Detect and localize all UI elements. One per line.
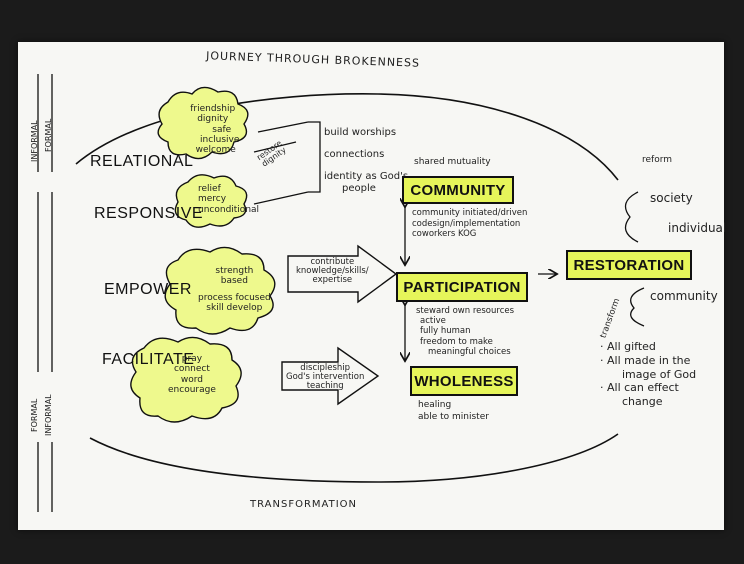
empower-arrow-text: contribute knowledge/skills/ expertise xyxy=(296,257,369,285)
box-restoration: RESTORATION xyxy=(566,250,692,280)
box-wholeness: WHOLENESS xyxy=(410,366,518,396)
bottom-arc xyxy=(89,433,619,483)
label-empower: EMPOWER xyxy=(104,281,192,298)
cloud-relational-text: friendship dignity safe inclusive welcom… xyxy=(190,104,240,156)
axis-label-formal-top: FORMAL xyxy=(44,118,53,152)
axis-label-informal-top: INFORMAL xyxy=(30,120,39,162)
outcome-2: connections xyxy=(324,149,385,160)
reform-note: reform xyxy=(642,155,673,165)
bracket-community xyxy=(630,287,645,327)
label-responsive: RESPONSIVE xyxy=(94,205,204,222)
facilitate-arrow-text: discipleship God's intervention teaching xyxy=(286,363,365,391)
outcome-1: build worships xyxy=(324,127,397,138)
bracket-society xyxy=(624,191,639,243)
cloud-responsive-text: relief mercy unconditional xyxy=(198,184,260,215)
community-points: community initiated/driven codesign/impl… xyxy=(412,208,528,240)
cloud-facilitate xyxy=(130,336,242,423)
community-label: community xyxy=(650,289,718,303)
arrow-relational-2 xyxy=(253,141,297,153)
arrow-responsive xyxy=(253,191,309,205)
top-arc xyxy=(75,93,619,181)
axis-label-formal-bottom: FORMAL xyxy=(30,398,39,432)
cloud-empower-text: strength based process focused skill dev… xyxy=(198,266,271,314)
cloud-responsive xyxy=(174,174,248,228)
outcome-3: identity as God's xyxy=(324,171,409,182)
individual-label: individual xyxy=(668,221,727,235)
box-participation: PARTICIPATION xyxy=(396,272,528,302)
axis-label-informal-bottom: INFORMAL xyxy=(44,394,53,436)
cloud-empower xyxy=(164,246,276,335)
block-arrow-empower xyxy=(287,244,398,304)
outcome-4: people xyxy=(342,183,376,194)
paper-sheet: JOURNEY THROUGH BROKENNESS TRANSFORMATIO… xyxy=(18,42,727,530)
cloud-facilitate-text: pray connect word encourage xyxy=(168,354,216,396)
shared-mutuality-note: shared mutuality xyxy=(414,157,491,167)
diagram-lines xyxy=(37,74,645,512)
outcomes-bracket xyxy=(308,121,321,193)
label-relational: RELATIONAL xyxy=(90,153,194,170)
label-facilitate: FACILITATE xyxy=(102,351,195,368)
arrow-relational-1 xyxy=(257,121,309,133)
participation-points: steward own resources active fully human… xyxy=(416,306,515,357)
block-arrow-facilitate xyxy=(281,346,380,406)
box-community: COMMUNITY xyxy=(402,176,514,204)
beliefs-list: · All gifted · All made in the image of … xyxy=(600,340,697,408)
wholeness-points: healing able to minister xyxy=(418,400,489,422)
society-label: society xyxy=(650,191,693,205)
cloud-relational xyxy=(157,86,249,160)
bottom-label: TRANSFORMATION xyxy=(250,499,357,510)
